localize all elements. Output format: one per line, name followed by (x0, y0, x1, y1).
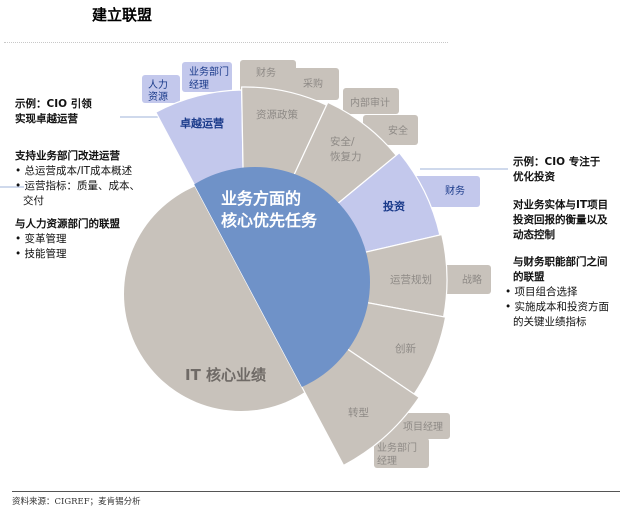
svg-text:财务: 财务 (256, 66, 276, 79)
footer-divider (12, 491, 620, 492)
svg-text:经理: 经理 (189, 78, 209, 91)
segment-label-security-2: 恢复力 (330, 150, 362, 163)
right-section-title: 与财务职能部门之间 (513, 256, 608, 268)
partner-tab-internal-audit: 内部审计 (343, 88, 399, 114)
svg-text:内部审计: 内部审计 (350, 96, 390, 109)
right-example-line1: 示例：CIO 专注于 (513, 156, 601, 168)
partner-tab-procurement: 采购 (284, 68, 339, 100)
svg-text:业务部门: 业务部门 (189, 65, 229, 78)
left-section1-bullet: 总运营成本/IT成本概述 (15, 164, 140, 179)
right-para-line: 投资回报的衡量以及 (513, 214, 608, 226)
svg-text:人力: 人力 (148, 78, 168, 91)
left-section2-bullet: 变革管理 (15, 232, 140, 247)
segment-label-security-1: 安全/ (330, 135, 355, 148)
segment-label-resource-policy: 资源政策 (256, 108, 298, 121)
left-section1-title: 支持业务部门改进运营 (15, 150, 120, 162)
left-example-line1: 示例：CIO 引领 (15, 98, 92, 110)
segment-label-investment: 投资 (383, 199, 405, 213)
right-bullet-cont: 的关键业绩指标 (513, 316, 587, 328)
left-section1-bullet: 运营指标：质量、成本、 (15, 179, 141, 194)
title-divider (4, 42, 448, 43)
partner-tab-hr: 人力 资源 (142, 75, 180, 103)
partner-tab-bu-manager-bottom: 业务部门 经理 (374, 438, 429, 468)
right-bullet: 实施成本和投资方面 (505, 300, 610, 315)
svg-text:业务部门: 业务部门 (377, 441, 417, 454)
core-label: IT 核心业绩 (185, 366, 266, 384)
svg-text:采购: 采购 (303, 77, 323, 90)
right-bullet: 项目组合选择 (505, 285, 609, 300)
center-label-line2: 核心优先任务 (221, 211, 318, 230)
right-example-line2: 优化投资 (513, 171, 555, 183)
right-para-line: 对业务实体与IT项目 (513, 199, 609, 211)
partner-tab-bu-manager-top: 业务部门 经理 (182, 62, 232, 92)
svg-text:经理: 经理 (377, 454, 397, 467)
left-section1-bullet-cont: 交付 (23, 195, 44, 207)
right-section-title: 的联盟 (513, 271, 545, 283)
page-title: 建立联盟 (92, 6, 153, 24)
svg-text:安全: 安全 (388, 124, 408, 137)
segment-label-operational-excellence: 卓越运营 (180, 116, 224, 130)
source-note: 资料来源：CIGREF；麦肯锡分析 (12, 497, 141, 507)
segment-label-innovation: 创新 (395, 342, 416, 355)
center-label-line1: 业务方面的 (221, 189, 301, 208)
left-example-line2: 实现卓越运营 (15, 113, 78, 125)
svg-text:战略: 战略 (462, 273, 482, 286)
segment-label-operations-planning: 运营规划 (390, 273, 432, 286)
left-section2-bullet: 技能管理 (15, 247, 140, 262)
right-para-line: 动态控制 (513, 229, 555, 241)
left-section2-title: 与人力资源部门的联盟 (15, 218, 120, 230)
left-panel: 示例：CIO 引领 实现卓越运营 支持业务部门改进运营 总运营成本/IT成本概述… (15, 97, 140, 262)
svg-text:资源: 资源 (148, 90, 168, 103)
right-panel: 示例：CIO 专注于 优化投资 对业务实体与IT项目 投资回报的衡量以及 动态控… (505, 155, 609, 330)
svg-text:财务: 财务 (445, 184, 465, 197)
segment-label-transformation: 转型 (348, 406, 369, 419)
svg-text:项目经理: 项目经理 (403, 420, 443, 433)
